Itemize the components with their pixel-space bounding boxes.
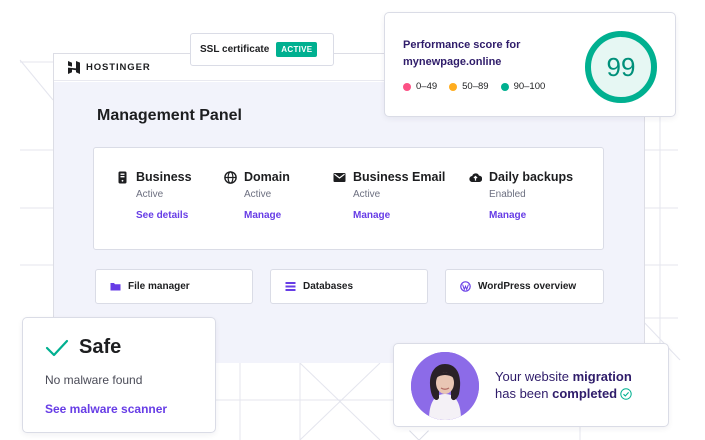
brand-logo-text: HOSTINGER xyxy=(86,61,151,73)
globe-icon xyxy=(224,170,237,184)
button-label: File manager xyxy=(128,281,190,292)
service-title: Business xyxy=(136,170,192,184)
page-title: Management Panel xyxy=(97,107,242,124)
button-label: WordPress overview xyxy=(478,281,577,292)
person-photo xyxy=(411,352,479,420)
cloud-upload-icon xyxy=(469,172,482,182)
file-manager-button[interactable]: File manager xyxy=(95,269,253,304)
score-legend: 0–49 50–89 90–100 xyxy=(403,81,557,92)
server-icon xyxy=(118,171,127,183)
service-status: Active xyxy=(136,189,164,200)
migration-text-part: Your website xyxy=(495,369,573,384)
performance-score-card: Performance score for mynewpage.online 0… xyxy=(384,12,676,117)
security-status-card: Safe No malware found See malware scanne… xyxy=(22,317,216,433)
wordpress-icon xyxy=(460,281,471,292)
status-badge: ACTIVE xyxy=(276,42,318,57)
service-business: Business Active See details xyxy=(116,170,192,221)
databases-button[interactable]: Databases xyxy=(270,269,428,304)
see-details-link[interactable]: See details xyxy=(136,210,189,221)
wordpress-overview-button[interactable]: WordPress overview xyxy=(445,269,604,304)
legend-label: 50–89 xyxy=(462,81,489,92)
safe-title: Safe xyxy=(79,336,122,358)
database-icon xyxy=(285,282,296,291)
manage-email-link[interactable]: Manage xyxy=(353,210,391,221)
legend-dot-red xyxy=(403,82,411,91)
manage-domain-link[interactable]: Manage xyxy=(244,210,282,221)
gauge-arc xyxy=(585,31,657,103)
legend-item: 90–100 xyxy=(500,81,546,92)
manage-backups-link[interactable]: Manage xyxy=(489,210,527,221)
legend-item: 0–49 xyxy=(403,81,437,92)
malware-scanner-link[interactable]: See malware scanner xyxy=(45,402,168,416)
hostinger-logo-icon xyxy=(68,60,80,74)
performance-title-line1: Performance score for xyxy=(403,39,521,51)
service-title: Daily backups xyxy=(489,170,574,184)
ssl-certificate-card: SSL certificate ACTIVE xyxy=(190,33,334,66)
service-status: Active xyxy=(244,189,272,200)
legend-label: 0–49 xyxy=(416,81,438,92)
service-domain: Domain Active Manage xyxy=(224,170,290,221)
button-label: Databases xyxy=(303,281,354,292)
service-business-email: Business Email Active Manage xyxy=(333,170,445,221)
avatar xyxy=(411,352,479,420)
services-card: Business Active See details Domain Activ… xyxy=(93,147,604,250)
service-title: Domain xyxy=(244,170,290,184)
performance-domain: mynewpage.online xyxy=(403,56,502,68)
migration-text-bold: migration xyxy=(572,369,632,384)
folder-icon xyxy=(110,283,121,291)
service-status: Active xyxy=(353,189,381,200)
legend-dot-green xyxy=(500,82,509,91)
score-value: 99 xyxy=(607,52,636,82)
migration-card: Your website migration has been complete… xyxy=(393,343,669,427)
migration-text-bold: completed xyxy=(552,386,618,401)
ssl-label: SSL certificate xyxy=(200,44,270,55)
mail-icon xyxy=(333,172,346,182)
migration-message: Your website migration has been complete… xyxy=(495,368,665,402)
service-status: Enabled xyxy=(489,189,526,200)
score-gauge: 99 xyxy=(585,31,657,103)
legend-item: 50–89 xyxy=(449,81,489,92)
service-title: Business Email xyxy=(353,170,446,184)
migration-text-part: has been xyxy=(495,386,553,401)
legend-dot-orange xyxy=(449,82,458,91)
malware-status: No malware found xyxy=(45,373,143,387)
check-circle-icon xyxy=(620,388,632,400)
checkmark-icon xyxy=(45,339,69,356)
service-daily-backups: Daily backups Enabled Manage xyxy=(469,170,573,221)
legend-label: 90–100 xyxy=(513,81,546,92)
performance-title: Performance score for mynewpage.online xyxy=(403,37,583,71)
